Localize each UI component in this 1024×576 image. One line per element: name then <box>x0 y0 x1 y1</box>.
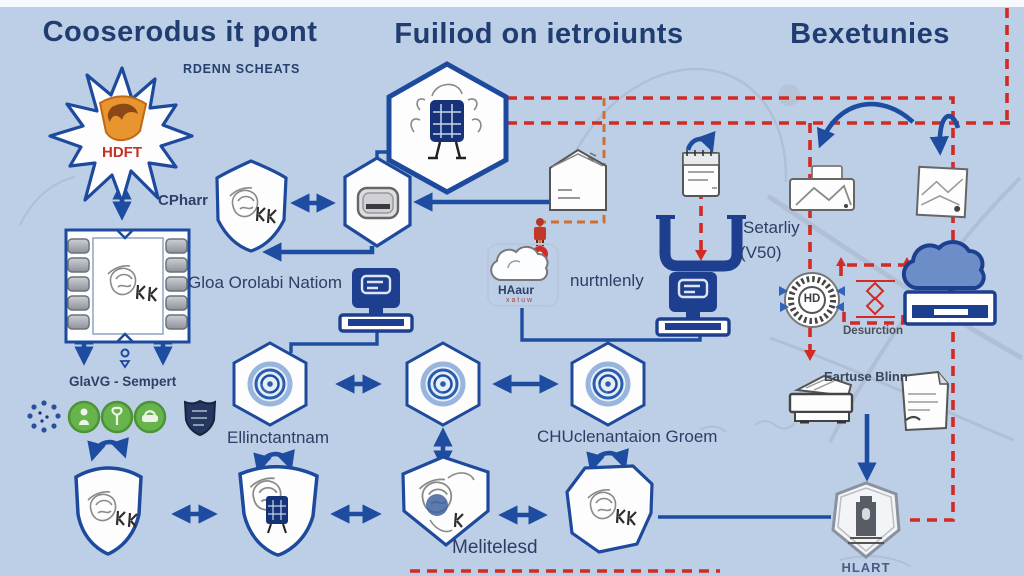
burst-dots-icon <box>27 400 61 433</box>
photo-icon <box>789 165 855 211</box>
connectors <box>289 150 831 519</box>
green-circle-icon <box>67 400 101 434</box>
monitor-icon <box>655 270 731 337</box>
photo-icon <box>915 165 969 219</box>
monitor-icon <box>338 266 414 333</box>
spiral-icon <box>588 364 628 404</box>
hd-badge-icon <box>779 272 845 328</box>
cloud-sub-label: x a t u w <box>506 297 533 304</box>
refresh-arrow-icon <box>586 448 629 473</box>
film-title-label: Gloa Orolabi Natiom <box>188 273 343 292</box>
red-arrowhead <box>804 350 816 361</box>
page-icon <box>900 370 950 432</box>
hdft-label: HDFT <box>102 144 142 161</box>
cphar-label: CPharr <box>158 192 209 209</box>
cloud-icon <box>487 243 559 307</box>
curve-arrow-icon <box>685 130 716 153</box>
pentagon-bird-icon <box>401 455 490 548</box>
green-circle-icon <box>100 400 134 434</box>
hd-badge-label: HD <box>803 293 821 305</box>
shield-icon <box>215 159 288 253</box>
hdft-shield-logo <box>98 95 148 142</box>
column-title-right: Bexetunies <box>790 18 950 50</box>
house-icon <box>549 148 607 211</box>
hlart-badge-icon <box>831 481 901 559</box>
cloud-server-icon <box>901 240 997 326</box>
green-circle-icon <box>133 400 167 434</box>
hexagon-device-icon <box>343 156 412 248</box>
subtitle: RDENN SCHEATS <box>183 62 301 76</box>
film-caption-label: GlaVG - Sempert <box>69 374 177 389</box>
robot-hexagon-icon <box>386 61 509 195</box>
printer-icon <box>788 374 854 424</box>
cloud-label: HAaur <box>498 283 535 297</box>
refresh-arrow-icon <box>87 437 129 462</box>
column-title-left: Cooserodus it pont <box>42 16 318 48</box>
starburst-icon <box>48 66 194 204</box>
notepad-icon <box>682 150 720 197</box>
spiral-icon <box>250 364 290 404</box>
curve-arrow-icon <box>929 114 961 156</box>
service-label: Eartuse Blinn <box>824 369 908 384</box>
octagon-icon <box>565 464 654 554</box>
shield-icon <box>74 466 143 556</box>
shield-robot-icon <box>238 465 319 557</box>
dark-shield-icon <box>183 399 217 437</box>
refresh-arrow-icon <box>253 449 295 474</box>
row-left-label: Ellinctantnam <box>227 428 330 447</box>
column-title-center: Fuiliod on ietroiunts <box>394 18 684 50</box>
hlart-label: HLART <box>841 560 891 575</box>
bottom-label: Melitelesd <box>452 537 538 558</box>
security-label: Setarliy <box>743 218 800 237</box>
note-label: nurtnlenly <box>570 271 644 290</box>
destruction-label: Desurction <box>843 325 904 337</box>
curve-arrow-icon <box>817 101 915 149</box>
u-bracket-icon <box>656 215 746 272</box>
spiral-icon <box>423 364 463 404</box>
film-strip-icon <box>64 228 191 369</box>
row-right-label: CHUclenantaion Groem <box>537 427 718 446</box>
security-version-label: (V50) <box>740 243 782 262</box>
top-edge-strip <box>0 0 1024 7</box>
